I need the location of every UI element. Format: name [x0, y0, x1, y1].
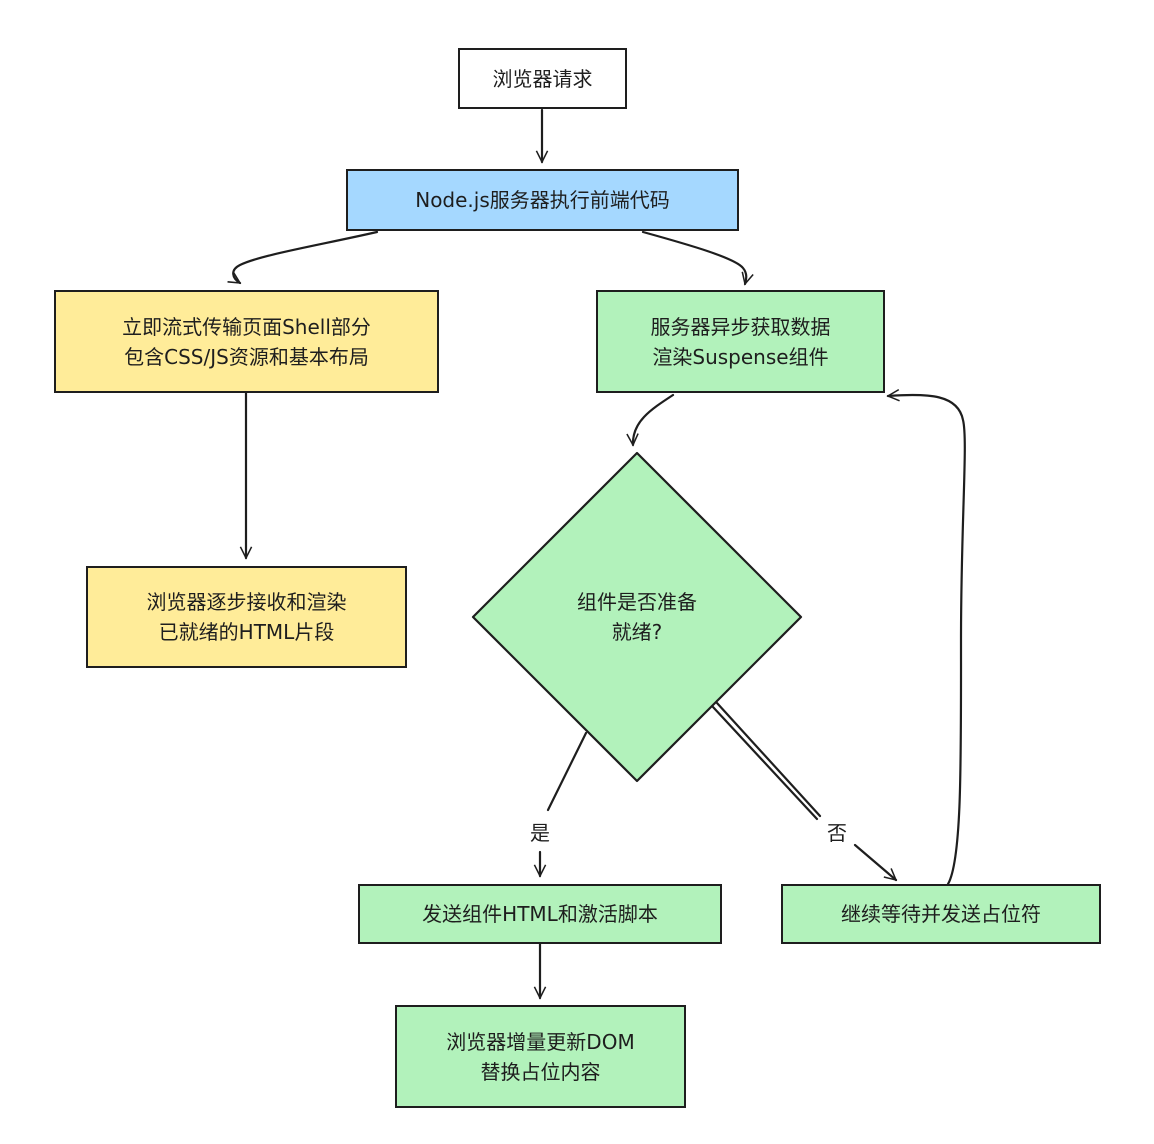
node-browser-request-label: 浏览器请求 [492, 66, 593, 91]
node-wait-placeholder-label: 继续等待并发送占位符 [841, 902, 1041, 926]
edge-label-yes: 是 [528, 817, 552, 846]
node-send-html-label: 发送组件HTML和激活脚本 [422, 902, 658, 926]
node-browser-render: 浏览器逐步接收和渲染 已就绪的HTML片段 [86, 566, 407, 668]
node-browser-render-label: 浏览器逐步接收和渲染 已就绪的HTML片段 [146, 590, 347, 644]
node-wait-placeholder: 继续等待并发送占位符 [781, 884, 1101, 944]
edge-loop-back [888, 395, 966, 886]
edge-decision-no-line [715, 701, 822, 818]
edge-decision-yes-line [546, 731, 588, 812]
node-async-fetch-label: 服务器异步获取数据 渲染Suspense组件 [650, 314, 831, 369]
node-async-fetch: 服务器异步获取数据 渲染Suspense组件 [596, 290, 885, 393]
node-stream-shell: 立即流式传输页面Shell部分 包含CSS/JS资源和基本布局 [54, 290, 439, 393]
edge-server-to-async [641, 230, 746, 284]
node-node-server: Node.js服务器执行前端代码 [346, 169, 739, 231]
edge-server-to-shell [233, 230, 379, 285]
decision-diamond [471, 451, 803, 783]
node-stream-shell-label: 立即流式传输页面Shell部分 包含CSS/JS资源和基本布局 [122, 314, 371, 369]
node-update-dom-label: 浏览器增量更新DOM 替换占位内容 [446, 1029, 635, 1084]
decision-label: 组件是否准备 就绪? [577, 590, 697, 644]
node-browser-request: 浏览器请求 [458, 48, 627, 109]
edge-async-to-decision [633, 393, 675, 445]
node-send-html: 发送组件HTML和激活脚本 [358, 884, 722, 944]
node-update-dom: 浏览器增量更新DOM 替换占位内容 [395, 1005, 686, 1108]
edge-decision-no-line-2 [711, 705, 819, 821]
node-node-server-label: Node.js服务器执行前端代码 [415, 188, 670, 212]
edge-label-no: 否 [825, 817, 849, 846]
edge-decision-no-arrow [853, 843, 896, 880]
